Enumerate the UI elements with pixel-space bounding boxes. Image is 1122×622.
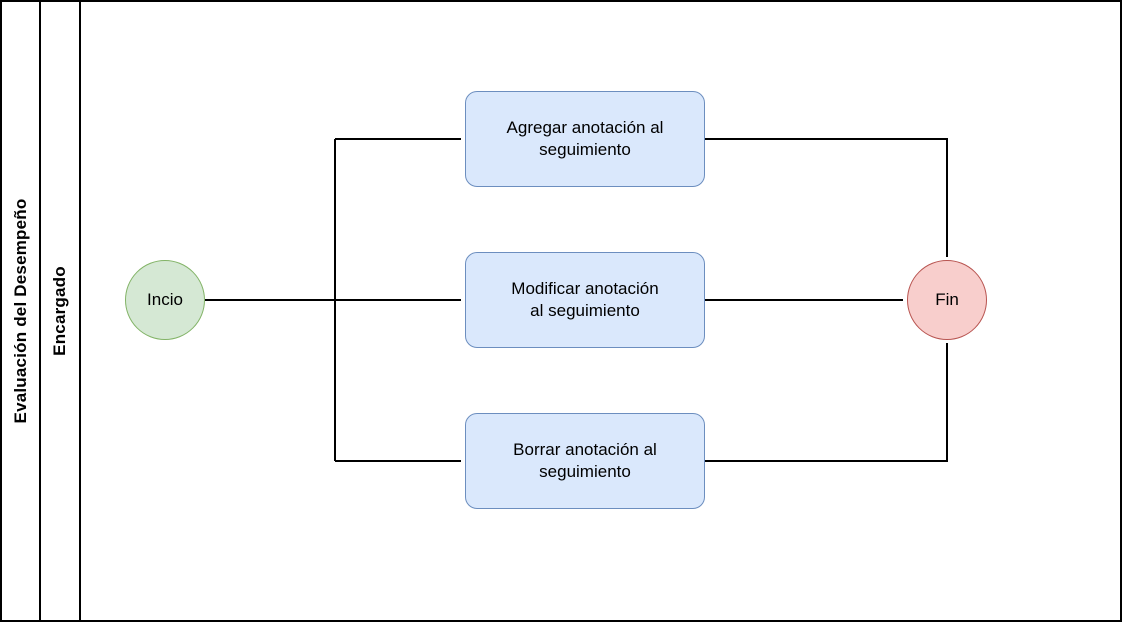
lane-title-column: Encargado	[41, 2, 81, 620]
start-node-label: Incio	[147, 290, 183, 309]
connector-add-to-end	[704, 138, 948, 257]
end-node: Fin	[907, 260, 987, 340]
task-node-modificar-anotacion: Modificar anotación al seguimiento	[465, 252, 705, 348]
connector-delete-to-end	[704, 343, 948, 462]
pool-title: Evaluación del Desempeño	[10, 198, 30, 424]
lane-title: Encargado	[50, 266, 69, 356]
task-node-agregar-anotacion: Agregar anotación al seguimiento	[465, 91, 705, 187]
end-node-label: Fin	[935, 290, 959, 309]
pool-title-column: Evaluación del Desempeño	[2, 2, 41, 620]
task-node-borrar-anotacion: Borrar anotación al seguimiento	[465, 413, 705, 509]
start-node: Incio	[125, 260, 205, 340]
